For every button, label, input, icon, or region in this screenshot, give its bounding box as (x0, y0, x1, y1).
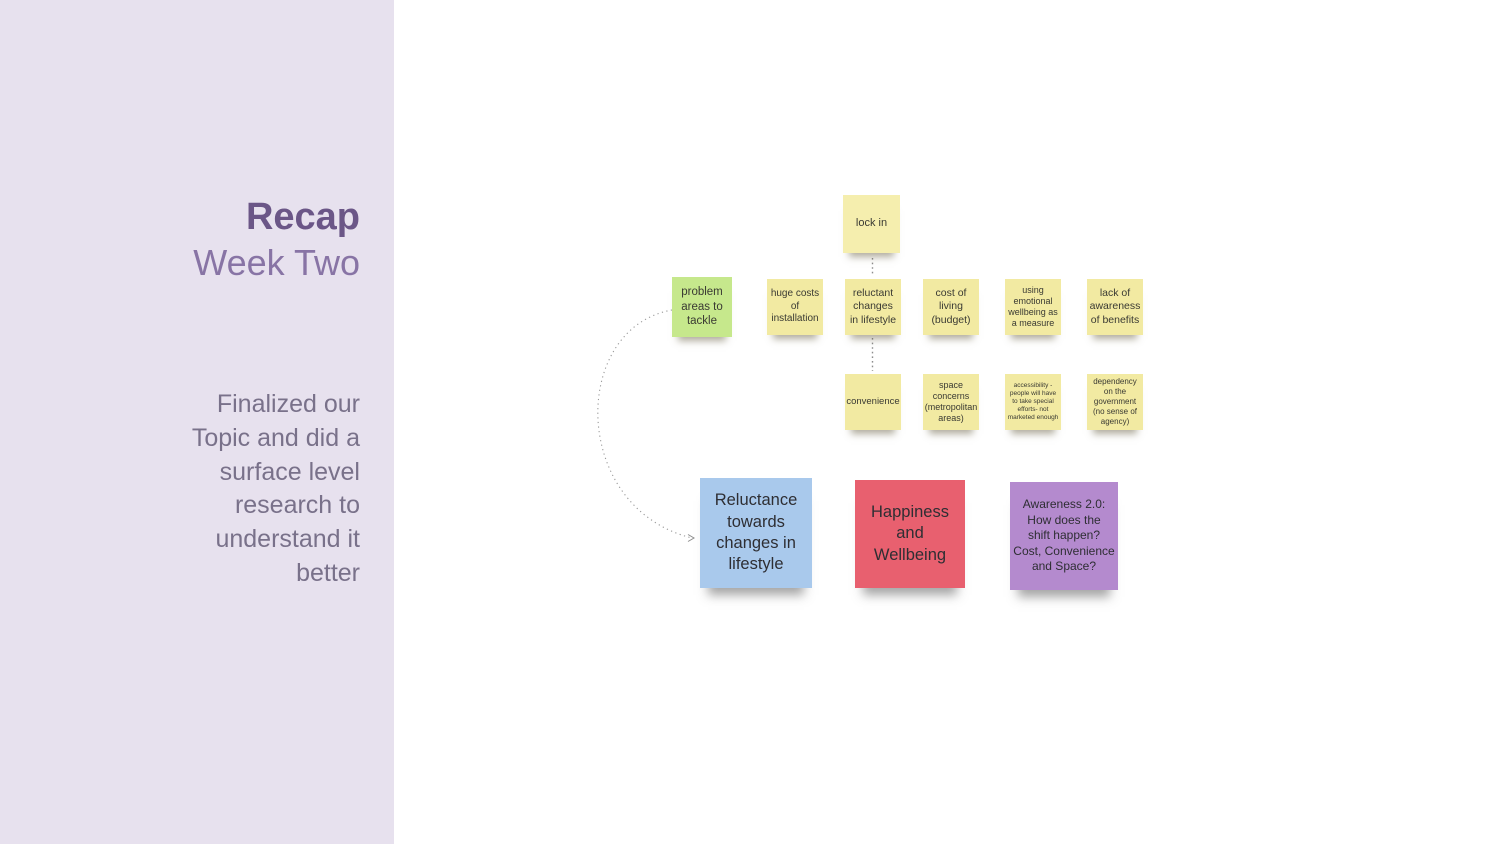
note-reluctance-theme[interactable]: Reluctance towards changes in lifestyle (700, 478, 812, 588)
note-text: huge costs of installation (770, 288, 820, 325)
note-text: cost of living (budget) (931, 287, 971, 326)
note-emotional-wellbeing[interactable]: using emotional wellbeing as a measure (1005, 279, 1061, 335)
note-text: Reluctance towards changes in lifestyle (714, 491, 798, 574)
page-subtitle: Week Two (193, 241, 360, 283)
note-text: reluctant changes in lifestyle (849, 287, 897, 326)
page-title: Recap (245, 196, 360, 238)
note-happiness-theme[interactable]: Happiness and Wellbeing (855, 480, 965, 588)
whiteboard: lock in problem areas to tackle huge costs… (394, 0, 1500, 844)
sidebar-panel: Recap Week Two Finalized our Topic and d… (0, 0, 394, 844)
note-reluctant-changes[interactable]: reluctant changes in lifestyle (845, 279, 901, 335)
note-text: Awareness 2.0: How does the shift happen… (1013, 497, 1115, 574)
note-space-concerns[interactable]: space concerns (metropolitan areas) (923, 374, 979, 430)
note-text: lock in (855, 217, 888, 230)
note-lack-awareness[interactable]: lack of awareness of benefits (1087, 279, 1143, 335)
note-text: dependency on the government (no sense o… (1092, 377, 1138, 426)
connector-arrowhead (687, 534, 695, 542)
note-text: space concerns (metropolitan areas) (924, 379, 978, 424)
description-text: Finalized our Topic and did a surface le… (191, 390, 360, 587)
note-convenience[interactable]: convenience (845, 374, 901, 430)
note-text: accessibility - people will have to take… (1007, 381, 1059, 422)
note-text: lack of awareness of benefits (1089, 287, 1141, 326)
connector-problem-to-reluctance (597, 309, 693, 539)
note-awareness-theme[interactable]: Awareness 2.0: How does the shift happen… (1010, 482, 1118, 590)
note-text: convenience (846, 396, 900, 408)
note-text: Happiness and Wellbeing (871, 502, 949, 564)
note-huge-costs[interactable]: huge costs of installation (767, 279, 823, 335)
note-dependency[interactable]: dependency on the government (no sense o… (1087, 374, 1143, 430)
note-text: problem areas to tackle (681, 286, 723, 328)
note-lock-in[interactable]: lock in (843, 195, 900, 253)
note-cost-of-living[interactable]: cost of living (budget) (923, 279, 979, 335)
heading-block: Recap Week Two (193, 196, 360, 285)
note-problem-areas[interactable]: problem areas to tackle (672, 277, 732, 337)
note-accessibility[interactable]: accessibility - people will have to take… (1005, 374, 1061, 430)
note-text: using emotional wellbeing as a measure (1008, 284, 1058, 329)
